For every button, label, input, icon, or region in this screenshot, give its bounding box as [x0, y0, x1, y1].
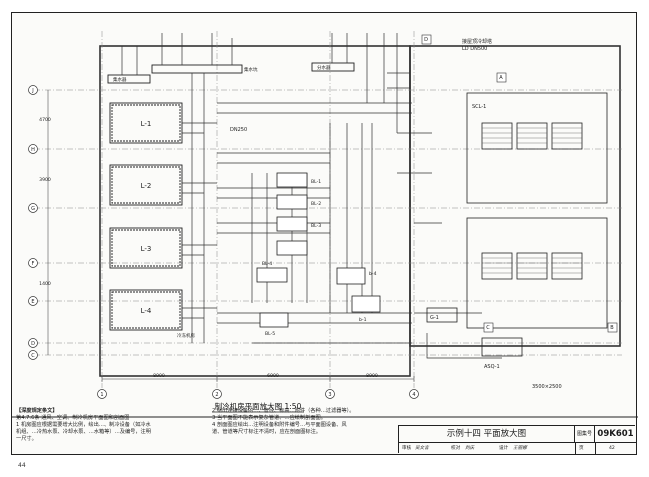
chiller-l2: L-2 — [141, 182, 152, 190]
atlas-number: 09K601 — [595, 426, 636, 443]
chiller-l1: L-1 — [141, 120, 152, 128]
dim-bottom-3: 8900 — [366, 373, 378, 379]
atlas-number-label: 图集号 — [575, 426, 595, 443]
dimension-lines — [47, 90, 415, 382]
design-label: 设计 — [499, 446, 509, 451]
grid-label-3: 3 — [328, 392, 331, 398]
unit-asq1: ASQ-1 — [484, 364, 500, 370]
dim-left-3: 1400 — [39, 281, 51, 287]
tank-b4: b-4 — [369, 271, 377, 277]
grid-label-d: D — [31, 341, 35, 347]
signature-row: 审核 吴文言 校对 刘庆 设计 王丽娜 页 42 — [399, 443, 636, 454]
review-name: 吴文言 — [415, 446, 429, 451]
pump-bl1: BL-1 — [311, 179, 321, 185]
design-name: 王丽娜 — [513, 446, 527, 451]
pump-bl4: BL-4 — [262, 261, 272, 267]
pump-bl2: BL-2 — [311, 201, 321, 207]
review-label: 审核 — [402, 446, 412, 451]
notes-left-line-1: 第4.7.6条 通风、空调、制冷机房平面图和剖面图 — [16, 415, 130, 421]
grid-lines — [34, 31, 622, 388]
dim-left-1: 4700 — [39, 117, 51, 123]
note-pipe-dn: DN250 — [230, 127, 247, 133]
grid-label-2: 2 — [215, 392, 218, 398]
notes-left-column: 【深度规定条文】 第4.7.6条 通风、空调、制冷机房平面图和剖面图 1 机房图… — [16, 408, 202, 443]
check-name: 刘庆 — [465, 446, 475, 451]
notes-right-line-2: 3 当平面图不能表示复杂管道、…应绘制剖面图。 — [212, 415, 326, 421]
pump-bl3: BL-3 — [311, 223, 321, 229]
unit-hatching — [482, 127, 582, 274]
grid-label-g: G — [31, 206, 35, 212]
notes-right-line-4: 道、管道等尺寸标注不清时，应在剖面图标注。 — [212, 429, 321, 435]
grid-label-1: 1 — [100, 392, 103, 398]
notes-left-line-4: 一尺寸。 — [16, 436, 37, 442]
grid-label-f: F — [32, 261, 35, 267]
right-grid-tags — [421, 34, 618, 333]
pump-set — [256, 172, 381, 328]
right-equipment — [426, 92, 608, 357]
collector-left-label: 集水器 — [113, 76, 127, 83]
grid-label-j: J — [31, 88, 33, 94]
grid-label-4: 4 — [412, 392, 415, 398]
plan-title: 制冷机房平面放大图 1:50 — [215, 401, 302, 411]
unit-g1: G-1 — [430, 315, 439, 321]
notes-right-column: 2 绘出连接设备的…、管径、标高…附件（各种…过滤器等）。 3 当平面图不能表示… — [212, 408, 398, 436]
notes-right-line-1: 2 绘出连接设备的…、管径、标高…附件（各种…过滤器等）。 — [212, 408, 355, 414]
pump-room-label: 冷冻机房 — [177, 332, 195, 339]
building-walls — [99, 45, 621, 377]
right-tag-c: C — [486, 325, 490, 331]
right-tag-a: A — [499, 75, 503, 81]
sheet-title: 示例十四 平面放大图 — [399, 426, 575, 443]
tank-b1: b-1 — [359, 317, 367, 323]
page-footer-number: 44 — [18, 462, 26, 469]
page-label: 页 — [579, 446, 584, 451]
grid-bubbles — [28, 85, 419, 399]
dim-left-2: 3900 — [39, 177, 51, 183]
chiller-l4: L-4 — [141, 307, 152, 315]
unit-scl1: SCL-1 — [472, 104, 486, 110]
page-number: 42 — [609, 446, 615, 451]
note-top-right-2: LD DN500 — [462, 46, 487, 52]
right-tag-b: B — [610, 325, 614, 331]
notes-right-line-3: 4 剖面图应绘出…注明设备和附件编号…与平面图设备、风 — [212, 422, 347, 428]
duct-label: 集水坑 — [244, 66, 258, 73]
drawing-sheet: J H G F E D C 1 2 3 4 L-1 L-2 L-3 L-4 集水… — [11, 12, 638, 455]
dim-bottom-2: 6900 — [267, 373, 279, 379]
notes-left-line-3: 机组、…冷热水泵、冷却水泵、…水箱等）…及编号，注明 — [16, 429, 151, 435]
piping — [121, 33, 502, 359]
note-top-right: 接屋顶冷却塔 — [462, 38, 492, 45]
floor-plan-drawing: J H G F E D C 1 2 3 4 L-1 L-2 L-3 L-4 集水… — [12, 31, 638, 418]
grid-label-h: H — [31, 147, 35, 153]
grid-label-c: C — [31, 353, 35, 359]
chiller-units — [109, 102, 183, 331]
distributor-label: 分水器 — [317, 64, 331, 71]
right-tag-d: D — [424, 37, 428, 43]
dim-bottom-1: 8900 — [153, 373, 165, 379]
headers — [107, 62, 355, 84]
notes-left-line-2: 1 机房图应根据需要增大比例，绘出…、制冷设备（如冷水 — [16, 422, 151, 428]
title-block: 示例十四 平面放大图 图集号 09K601 审核 吴文言 校对 刘庆 设计 王丽… — [398, 425, 636, 454]
chiller-l3: L-3 — [141, 245, 152, 253]
standard-notes: 【深度规定条文】 第4.7.6条 通风、空调、制冷机房平面图和剖面图 1 机房图… — [16, 408, 396, 448]
check-label: 校对 — [451, 446, 461, 451]
pump-bl5: BL-5 — [265, 331, 275, 337]
notes-heading: 【深度规定条文】 — [16, 408, 58, 414]
note-right-dim: 3500×2500 — [532, 384, 562, 390]
grid-label-e: E — [31, 299, 34, 305]
